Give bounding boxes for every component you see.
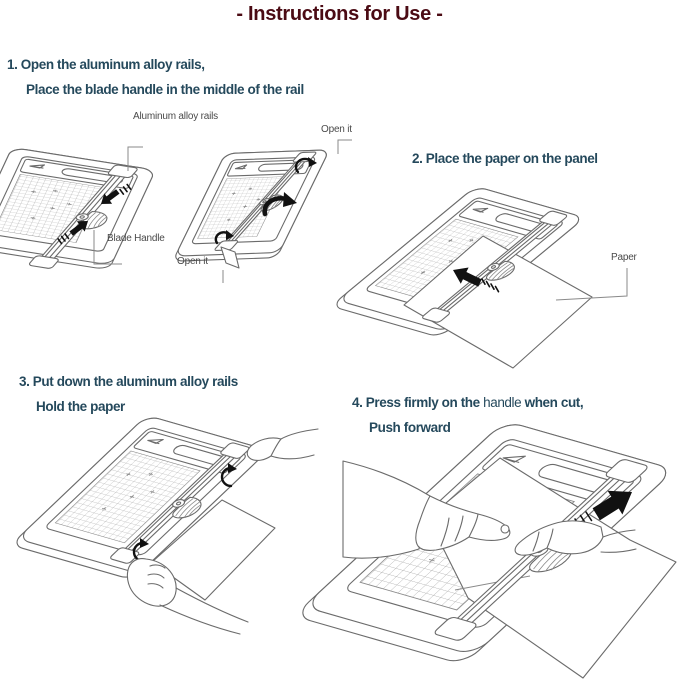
step4-heading-line2: Push forward (369, 420, 451, 435)
step1-heading-line2: Place the blade handle in the middle of … (26, 82, 304, 97)
blade-handle-connector (93, 230, 122, 265)
label-aluminum-alloy-rails: Aluminum alloy rails (133, 111, 218, 122)
open-it-top-connector (337, 139, 352, 154)
paper-sheet (152, 500, 275, 600)
label-open-it-top: Open it (321, 124, 352, 135)
arrow-to-handle-lower (69, 221, 88, 236)
rails-label-connector (127, 146, 143, 171)
step2-heading: 2. Place the paper on the panel (412, 151, 598, 166)
hand-push-handle (515, 521, 636, 555)
step1-heading-line1: 1. Open the aluminum alloy rails, (7, 57, 205, 72)
open-rail-flap (221, 247, 239, 268)
diagram-step1-trimmer-left (0, 146, 156, 272)
diagram-step1-trimmer-right (172, 139, 352, 283)
arrow-to-handle-upper (101, 189, 120, 204)
rotate-arrow-handle (262, 195, 289, 217)
paper-label-connector (555, 268, 628, 301)
push-forward-arrow (592, 490, 632, 521)
hand-hold-bottom-rail (127, 559, 248, 634)
step4-heading-line1: 4. Press firmly on the handle when cut, (352, 395, 584, 410)
label-blade-handle: Blade Handle (107, 233, 165, 244)
hand-press-top-rail (247, 429, 318, 460)
step3-heading-line1: 3. Put down the aluminum alloy rails (19, 374, 238, 389)
diagram-step2-trimmer (330, 185, 628, 368)
step3-heading-line2: Hold the paper (36, 399, 125, 414)
insert-paper-arrow (453, 267, 482, 287)
page-title: - Instructions for Use - (236, 3, 443, 25)
paper-sheet (404, 236, 592, 368)
diagram-step4-trimmer (292, 420, 676, 678)
diagram-step3-trimmer (10, 414, 318, 634)
label-open-it-bottom: Open it (177, 256, 208, 267)
label-paper: Paper (611, 252, 637, 263)
rotate-down-arrow-top (220, 466, 233, 488)
hand-hold-paper (343, 461, 510, 558)
